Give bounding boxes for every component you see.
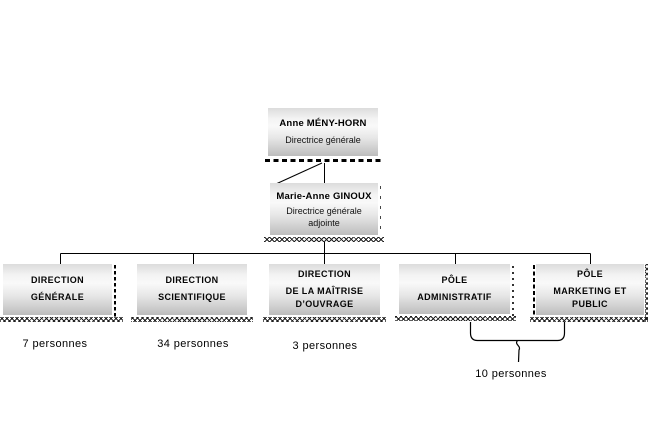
dept-label-line2: SCIENTIFIQUE [158, 292, 226, 303]
dept-label-line1: PÔLE [576, 269, 604, 279]
node-deputy: Marie-Anne GINOUX Directrice générale ad… [270, 183, 378, 235]
direction-generale-dashed-right-edge [113, 265, 116, 317]
pole-marketing-hatched-shadow [530, 317, 648, 322]
dept-label-line3: D’OUVRAGE [295, 298, 354, 309]
deputy-box-hatched-shadow [264, 237, 384, 242]
node-direction-generale: DIRECTION GÉNÉRALE [3, 264, 112, 315]
pole-marketing-dashed-left-edge [532, 265, 535, 316]
dept-label-line2: MARKETING ET [553, 286, 627, 296]
headcount-direction-generale: 7 personnes [22, 338, 88, 350]
dept-label-line1: PÔLE [441, 274, 468, 285]
dept-label-line1: DIRECTION [30, 275, 85, 286]
headcount-brace [469, 322, 566, 342]
connector-ceo-deputy-diagonal [276, 162, 323, 184]
ceo-box-dashed-underline [265, 159, 382, 162]
node-direction-maitrise-ouvrage: DIRECTION DE LA MAÎTRISE D’OUVRAGE [269, 264, 380, 315]
ceo-name: Anne MÉNY-HORN [279, 117, 367, 129]
pole-marketing-hatched-right-edge [644, 264, 648, 322]
direction-generale-hatched-shadow [0, 317, 123, 322]
node-pole-administratif: PÔLE ADMINISTRATIF [399, 264, 510, 314]
headcount-poles-shared: 10 personnes [475, 368, 547, 380]
node-pole-marketing-public: PÔLE MARKETING ET PUBLIC [536, 264, 644, 315]
pole-administratif-dotted-right-edge [512, 266, 514, 316]
deputy-title-line1: Directrice générale [286, 206, 362, 216]
direction-scientifique-hatched-shadow [131, 317, 253, 322]
dept-label-line2: DE LA MAÎTRISE [285, 286, 364, 296]
ceo-title: Directrice générale [285, 134, 361, 145]
node-direction-scientifique: DIRECTION SCIENTIFIQUE [137, 264, 247, 315]
direction-maitrise-ouvrage-hatched-shadow [263, 317, 386, 322]
deputy-box-dotted-right-edge [379, 186, 381, 234]
deputy-title-line2: adjointe [308, 218, 340, 228]
dept-label-line3: PUBLIC [572, 298, 608, 309]
headcount-direction-scientifique: 34 personnes [157, 338, 229, 350]
pole-administratif-hatched-shadow [395, 316, 516, 321]
dept-label-line2: ADMINISTRATIF [417, 291, 492, 302]
node-ceo: Anne MÉNY-HORN Directrice générale [268, 108, 378, 156]
dept-label-line2: GÉNÉRALE [30, 292, 85, 303]
deputy-name: Marie-Anne GINOUX [276, 191, 372, 202]
dept-label-line1: DIRECTION [297, 269, 352, 279]
headcount-brace-stem [516, 340, 521, 363]
headcount-direction-maitrise-ouvrage: 3 personnes [292, 340, 358, 352]
dept-label-line1: DIRECTION [165, 275, 219, 286]
